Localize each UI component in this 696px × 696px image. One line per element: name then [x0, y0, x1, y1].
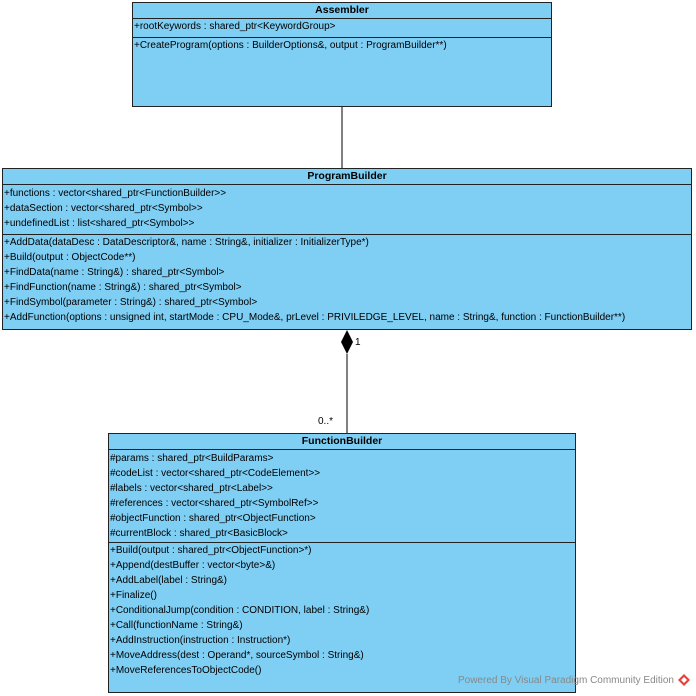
operation-row: +AddFunction(options : unsigned int, sta… — [4, 312, 626, 323]
class-programbuilder[interactable]: ProgramBuilder +functions : vector<share… — [2, 168, 692, 330]
attribute-row: #references : vector<shared_ptr<SymbolRe… — [110, 498, 319, 509]
operations-section: +Build(output : shared_ptr<ObjectFunctio… — [109, 543, 575, 678]
operation-row: +ConditionalJump(condition : CONDITION, … — [110, 605, 370, 616]
attribute-row: +functions : vector<shared_ptr<FunctionB… — [4, 188, 227, 199]
watermark: Powered By Visual Paradigm Community Edi… — [458, 674, 690, 686]
operation-row: +CreateProgram(options : BuilderOptions&… — [134, 40, 447, 51]
operations-section: +CreateProgram(options : BuilderOptions&… — [133, 38, 551, 53]
attribute-row: +rootKeywords : shared_ptr<KeywordGroup> — [134, 21, 336, 32]
attribute-row: #currentBlock : shared_ptr<BasicBlock> — [110, 528, 288, 539]
operation-row: +FindData(name : String&) : shared_ptr<S… — [4, 267, 225, 278]
attribute-row: #labels : vector<shared_ptr<Label>> — [110, 483, 273, 494]
operation-row: +FindFunction(name : String&) : shared_p… — [4, 282, 242, 293]
composition-diamond — [341, 330, 353, 354]
operation-row: +Finalize() — [110, 590, 157, 601]
attribute-row: #codeList : vector<shared_ptr<CodeElemen… — [110, 468, 321, 479]
target-multiplicity: 0..* — [318, 416, 334, 427]
operation-row: +AddLabel(label : String&) — [110, 575, 228, 586]
operation-row: +Build(output : shared_ptr<ObjectFunctio… — [110, 545, 312, 556]
visual-paradigm-logo-icon — [678, 674, 690, 686]
operation-row: +AddInstruction(instruction : Instructio… — [110, 635, 291, 646]
class-name: FunctionBuilder — [109, 434, 575, 450]
operation-row: +AddData(dataDesc : DataDescriptor&, nam… — [4, 237, 369, 248]
attribute-row: +undefinedList : list<shared_ptr<Symbol>… — [4, 218, 195, 229]
class-assembler[interactable]: Assembler +rootKeywords : shared_ptr<Key… — [132, 2, 552, 107]
attribute-row: #objectFunction : shared_ptr<ObjectFunct… — [110, 513, 316, 524]
operations-section: +AddData(dataDesc : DataDescriptor&, nam… — [3, 235, 691, 325]
operation-row: +Build(output : ObjectCode**) — [4, 252, 136, 263]
operation-row: +FindSymbol(parameter : String&) : share… — [4, 297, 258, 308]
operation-row: +Append(destBuffer : vector<byte>&) — [110, 560, 276, 571]
attributes-section: #params : shared_ptr<BuildParams> #codeLi… — [109, 450, 575, 543]
class-functionbuilder[interactable]: FunctionBuilder #params : shared_ptr<Bui… — [108, 433, 576, 693]
class-name: Assembler — [133, 3, 551, 19]
operation-row: +Call(functionName : String&) — [110, 620, 243, 631]
attribute-row: #params : shared_ptr<BuildParams> — [110, 453, 274, 464]
watermark-text: Powered By Visual Paradigm Community Edi… — [457, 674, 674, 686]
class-name: ProgramBuilder — [3, 169, 691, 185]
operation-row: +MoveReferencesToObjectCode() — [110, 665, 262, 676]
operation-row: +MoveAddress(dest : Operand*, sourceSymb… — [110, 650, 364, 661]
attributes-section: +rootKeywords : shared_ptr<KeywordGroup> — [133, 19, 551, 38]
attribute-row: +dataSection : vector<shared_ptr<Symbol>… — [4, 203, 203, 214]
attributes-section: +functions : vector<shared_ptr<FunctionB… — [3, 185, 691, 235]
source-multiplicity: 1 — [355, 337, 361, 348]
